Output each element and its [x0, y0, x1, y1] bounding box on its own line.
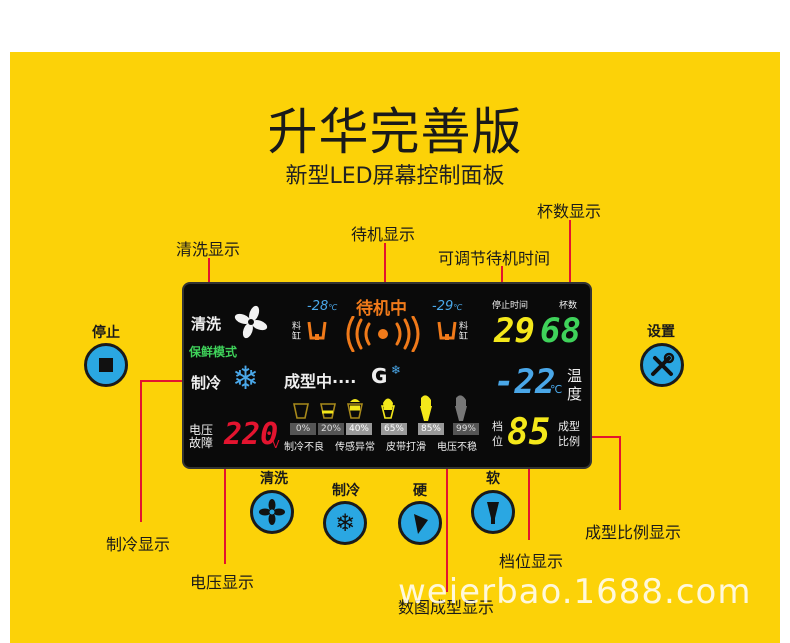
voltage-label-2: 故障	[189, 436, 214, 450]
forming-ratio-label: 成型比例	[558, 420, 580, 448]
stop-button[interactable]	[84, 343, 128, 387]
main-temperature-unit: ℃	[550, 383, 563, 396]
fill-percent-99: 99%	[453, 423, 479, 435]
stop-icon	[99, 358, 113, 372]
gear-label: 档位	[492, 420, 503, 448]
hard-button-label: 硬	[413, 483, 427, 499]
callout-line	[224, 454, 226, 564]
callout-adjustable-standby-time: 可调节待机时间	[438, 249, 551, 268]
callout-standby-display: 待机显示	[351, 225, 416, 244]
cooling-indicator: 制冷	[191, 374, 222, 392]
watermark: weierbao.1688.com	[398, 572, 752, 612]
fill-percent-40: 40%	[346, 423, 372, 435]
callout-line	[501, 266, 503, 296]
fan-icon	[233, 304, 269, 344]
callout-digital-forming-display: 数图成型显示	[398, 598, 495, 617]
hopper-right-icon	[437, 320, 457, 346]
main-temperature: -22	[494, 362, 556, 402]
tools-icon	[651, 352, 675, 376]
hopper-label-right: 料缸	[459, 322, 469, 342]
fill-percent-85: 85%	[418, 423, 444, 435]
callout-line	[140, 380, 190, 382]
cool-button[interactable]: ❄	[323, 501, 367, 545]
voltage-unit: V	[272, 438, 280, 451]
fill-percent-65: 65%	[381, 423, 407, 435]
fan-icon	[259, 499, 285, 525]
page-subtitle: 新型LED屏幕控制面板	[285, 164, 505, 189]
callout-cup-count-display: 杯数显示	[537, 202, 602, 221]
fault-cooling: 制冷不良	[284, 442, 324, 453]
hopper-left-icon	[307, 320, 327, 346]
hopper-label-left: 料缸	[292, 322, 302, 342]
fault-belt: 皮带打滑	[386, 442, 426, 453]
fault-voltage: 电压不稳	[437, 442, 477, 453]
callout-line	[140, 380, 142, 522]
hopper-temp-left: -28℃	[307, 299, 338, 314]
fault-sensor: 传感异常	[335, 442, 375, 453]
clean-indicator: 清洗	[191, 315, 222, 333]
cup-count-label: 杯数	[559, 301, 578, 311]
cool-button-label: 制冷	[332, 483, 360, 499]
callout-gear-display: 档位显示	[499, 552, 564, 571]
standby-indicator: 待机中	[356, 299, 407, 319]
voltage-value: 220	[224, 417, 279, 452]
hard-button[interactable]	[398, 501, 442, 545]
cup-count-value: 68	[540, 311, 581, 351]
soft-serve-icon	[487, 502, 499, 524]
page-title: 升华完善版	[267, 103, 523, 161]
callout-line	[569, 220, 571, 296]
hopper-temp-right: -29℃	[432, 299, 463, 314]
voltage-label-1: 电压	[189, 423, 214, 437]
forming-letter: G	[371, 364, 388, 388]
callout-line	[619, 436, 621, 510]
callout-line	[528, 456, 530, 540]
clean-button-label: 清洗	[260, 471, 288, 487]
soft-button-label: 软	[486, 471, 500, 487]
callout-line	[384, 243, 386, 295]
cone-icon	[414, 514, 428, 534]
snowflake-icon: ❄	[232, 359, 259, 397]
small-snowflake-icon: ❄	[391, 363, 402, 377]
clean-button[interactable]	[250, 490, 294, 534]
soft-button[interactable]	[471, 490, 515, 534]
stop-time-value: 29	[494, 311, 535, 351]
fill-percent-20: 20%	[318, 423, 344, 435]
temperature-label: 温度	[567, 367, 583, 403]
snowflake-icon: ❄	[334, 509, 356, 537]
fill-percent-0: 0%	[290, 423, 316, 435]
stop-time-label: 停止时间	[492, 301, 529, 311]
callout-line	[446, 450, 448, 592]
callout-voltage-display: 电压显示	[190, 573, 255, 592]
settings-button[interactable]	[640, 343, 684, 387]
callout-clean-display: 清洗显示	[176, 240, 241, 259]
callout-cooling-display: 制冷显示	[106, 535, 171, 554]
callout-line	[585, 436, 621, 438]
settings-button-label: 设置	[647, 324, 675, 340]
forming-indicator: 成型中····	[284, 372, 357, 391]
fresh-mode-indicator: 保鲜模式	[189, 345, 238, 359]
callout-forming-ratio-display: 成型比例显示	[585, 523, 682, 542]
standby-wave-icon	[339, 315, 427, 356]
stop-button-label: 停止	[92, 325, 120, 341]
gear-value: 85	[507, 412, 551, 453]
cup-fill-icons	[290, 394, 486, 426]
